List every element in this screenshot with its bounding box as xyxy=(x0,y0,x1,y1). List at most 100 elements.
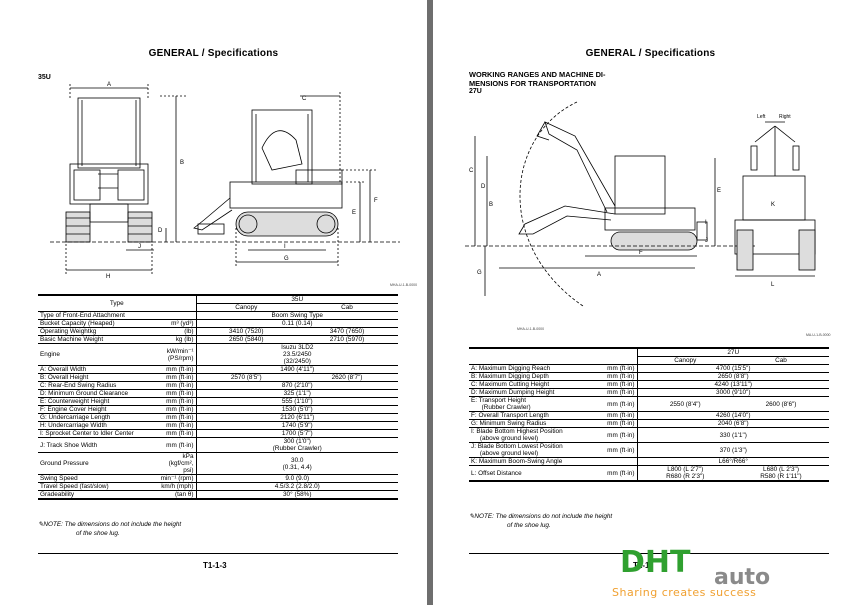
figure-code: MA-U-1-B-0000 xyxy=(806,333,831,337)
row-label: J: Blade Bottom Lowest Position (above g… xyxy=(469,442,595,458)
dim-label-e: E xyxy=(352,210,356,216)
row-label: D: Minimum Ground Clearance xyxy=(38,389,156,398)
section-title: WORKING RANGES AND MACHINE DI- MENSIONS … xyxy=(469,70,606,88)
row-label: L: Offset Distance xyxy=(469,465,595,482)
row-unit: mm (ft·in) xyxy=(156,437,196,453)
dim-label-i: I xyxy=(705,220,707,226)
row-unit: kPa (kgf/cm², psi) xyxy=(156,452,196,475)
row-unit: mm (ft·in) xyxy=(595,442,637,458)
model-header: 35U xyxy=(195,294,398,304)
row-value: 4700 (15'5") xyxy=(636,364,829,373)
row-unit: mm (ft·in) xyxy=(595,388,637,397)
dim-label-f: F xyxy=(374,198,378,204)
row-label: H: Undercarriage Width xyxy=(38,421,156,430)
type-header: Type xyxy=(38,294,196,312)
row-value: 9.0 (9.0) xyxy=(195,474,398,483)
dim-label-b: B xyxy=(489,202,493,208)
figure-code: MHA-U-1-B-0000 xyxy=(517,327,545,331)
row-label: Type of Front-End Attachment xyxy=(38,311,156,320)
row-unit: mm (ft·in) xyxy=(595,396,637,412)
row-value: 870 (2'10") xyxy=(195,381,398,390)
row-label: Ground Pressure xyxy=(38,452,156,475)
row-unit: mm (ft·in) xyxy=(156,381,196,390)
right-page: GENERAL / Specifications WORKING RANGES … xyxy=(433,0,868,605)
spec-table-35u: Type 35U Canopy Cab Type of Front-End At… xyxy=(38,294,398,500)
row-label: Gradeability xyxy=(38,490,156,500)
dim-label-g: G xyxy=(477,270,482,276)
row-unit: mm (ft·in) xyxy=(156,373,196,382)
working-range-drawing: A B C D E F G I J K L Left Right xyxy=(465,101,816,307)
note-icon: ✎ xyxy=(38,521,44,528)
figure-code: MHA-U-1-B-0000 xyxy=(390,283,418,287)
row-unit: mm (ft·in) xyxy=(156,429,196,438)
row-unit: mm (ft·in) xyxy=(156,405,196,414)
row-label: Swing Speed xyxy=(38,474,156,483)
row-value: 2120 (6'11") xyxy=(195,413,398,422)
machine-dimension-drawing: A B C D E F G H I J xyxy=(50,82,400,280)
dim-label-i: I xyxy=(284,244,286,250)
row-label: Bucket Capacity (Heaped) xyxy=(38,319,156,328)
page-number: T1-1 xyxy=(633,561,650,570)
row-value-canopy: 2550 (8'4") xyxy=(636,396,733,412)
note: ✎NOTE: The dimensions do not include the… xyxy=(38,521,182,537)
row-value: L66°/R66° xyxy=(636,457,829,466)
row-label: Engine xyxy=(38,343,156,366)
dim-label-c: C xyxy=(469,168,474,174)
row-value-cab: 2600 (8'6") xyxy=(733,396,829,412)
row-unit: min⁻¹ (rpm) xyxy=(156,474,196,483)
page-header: GENERAL / Specifications xyxy=(148,48,279,59)
row-value: 555 (1'10") xyxy=(195,397,398,406)
row-value-cab: 3470 (7650) xyxy=(296,327,398,336)
row-label: C: Rear-End Swing Radius xyxy=(38,381,156,390)
row-value: 4260 (14'0") xyxy=(636,411,829,420)
left-page: GENERAL / Specifications 35U xyxy=(0,0,427,605)
cab-header: Cab xyxy=(296,303,398,312)
row-label: Basic Machine Weight xyxy=(38,335,156,344)
row-value: 2650 (8'8") xyxy=(636,372,829,381)
row-label: I: Sprocket Center to Idler Center xyxy=(38,429,156,438)
dim-label-e: E xyxy=(717,188,721,194)
dim-label-l: L xyxy=(771,282,775,288)
row-label: D: Maximum Dumping Height xyxy=(469,388,595,397)
row-label: B: Maximum Digging Depth xyxy=(469,372,595,381)
row-value-cab: L680 (L 2'3")R580 (R 1'11") xyxy=(733,465,829,482)
row-label: Operating Weightkg xyxy=(38,327,156,336)
dim-label-f: F xyxy=(639,250,643,256)
row-unit: mm (ft·in) xyxy=(156,413,196,422)
row-unit: kW/min⁻¹ (PS/rpm) xyxy=(156,343,196,366)
row-value-canopy: 2570 (8'5") xyxy=(195,373,296,382)
dim-label-j: J xyxy=(138,244,141,250)
row-unit: kg (lb) xyxy=(156,335,196,344)
row-unit: km/h (mph) xyxy=(156,482,196,491)
row-value: 4.5/3.2 (2.8/2.0) xyxy=(195,482,398,491)
row-unit: mm (ft·in) xyxy=(156,365,196,374)
row-value: 30° (58%) xyxy=(195,490,398,500)
row-unit: (tan θ) xyxy=(156,490,196,500)
watermark-brand-left: DHT xyxy=(620,545,691,580)
row-value: 330 (1'1") xyxy=(636,427,829,443)
note: ✎NOTE: The dimensions do not include the… xyxy=(469,513,613,529)
row-value: 300 (1'0")(Rubber Crawler) xyxy=(195,437,398,453)
model-header: 27U xyxy=(636,347,829,357)
row-unit: mm (ft·in) xyxy=(595,380,637,389)
note-icon: ✎ xyxy=(469,513,475,520)
row-label: Travel Speed (fast/slow) xyxy=(38,482,156,491)
row-unit: m³ (yd³) xyxy=(156,319,196,328)
row-value: 1700 (5'7") xyxy=(195,429,398,438)
row-value: Boom Swing Type xyxy=(195,311,398,320)
cab-header: Cab xyxy=(733,356,829,365)
row-unit: mm (ft·in) xyxy=(156,397,196,406)
left-label: Left xyxy=(757,114,766,120)
row-value-canopy: L800 (L 2'7")R680 (R 2'3") xyxy=(636,465,733,482)
page-number: T1-1-3 xyxy=(203,561,227,570)
row-label: K: Maximum Boom-Swing Angle xyxy=(469,457,595,466)
dim-label-a: A xyxy=(597,272,601,278)
row-label: B: Overall Height xyxy=(38,373,156,382)
dim-label-c: C xyxy=(302,96,307,102)
row-unit: mm (ft·in) xyxy=(595,372,637,381)
row-value-cab: 2710 (5970) xyxy=(296,335,398,344)
row-unit: mm (ft·in) xyxy=(156,389,196,398)
canopy-header: Canopy xyxy=(195,303,296,312)
